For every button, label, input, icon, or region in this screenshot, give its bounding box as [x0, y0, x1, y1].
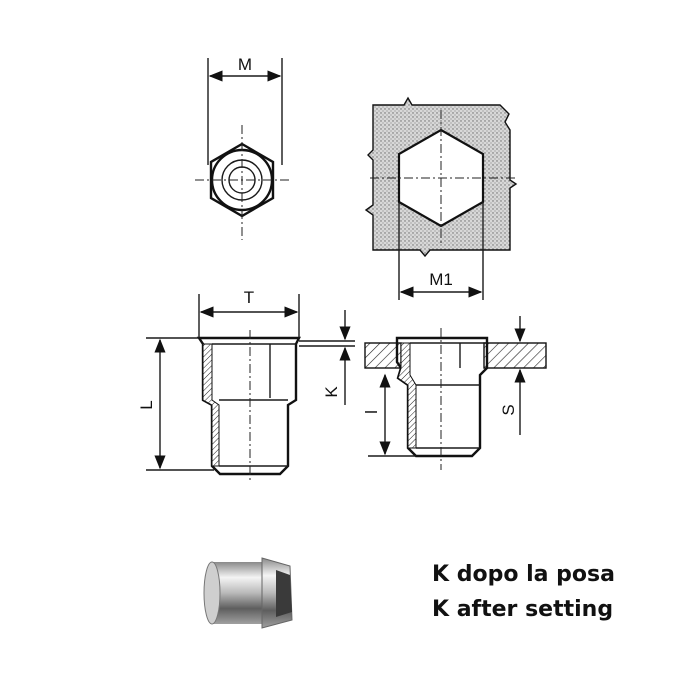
dimension-label-l-grip: l	[362, 410, 381, 414]
nut-side-section: T L K	[137, 288, 355, 482]
rivet-nut-photo	[203, 557, 293, 629]
dimension-label-t: T	[244, 288, 254, 307]
dimension-label-m1: M1	[429, 270, 453, 289]
caption-english: K after setting	[432, 597, 614, 622]
dimension-label-m: M	[238, 55, 252, 74]
mounting-hole-view: M1	[364, 96, 518, 300]
nut-top-view: M	[195, 55, 290, 240]
caption-italian: K dopo la posa	[432, 562, 615, 587]
nut-installed-section: l S	[362, 316, 547, 470]
dimension-label-s: S	[499, 404, 518, 415]
dimension-label-l-total: L	[137, 400, 156, 409]
dimension-label-k: K	[322, 386, 341, 398]
